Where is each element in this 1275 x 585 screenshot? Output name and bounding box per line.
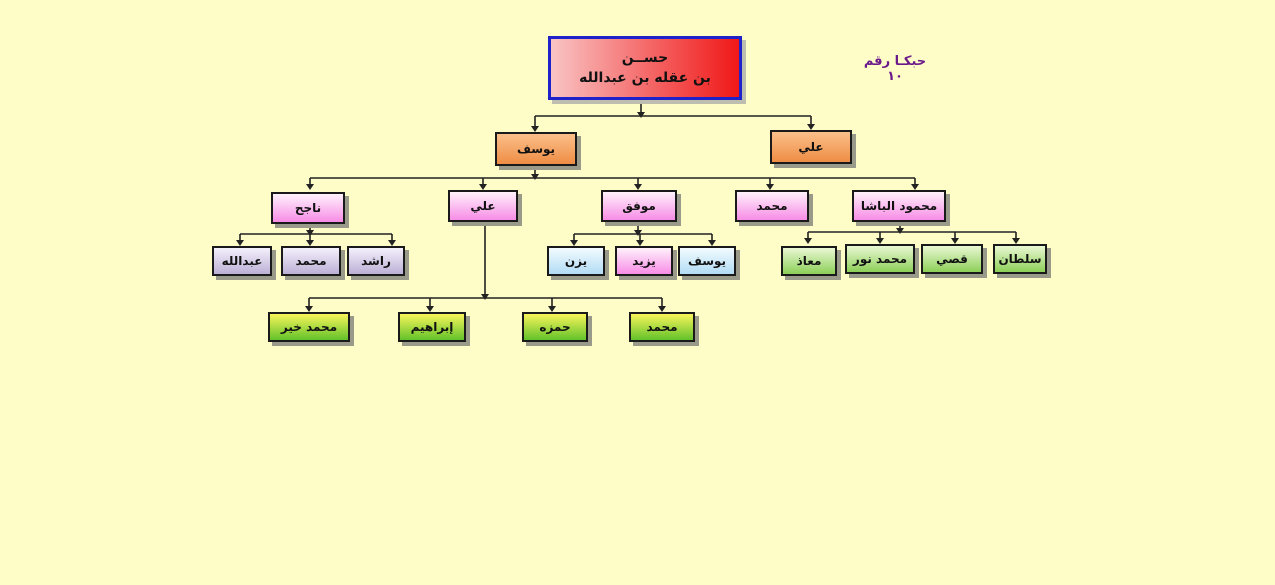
diagram-caption: حبكـا رقم ١٠ <box>863 54 927 84</box>
node-ibrahim: إبراهيم <box>398 312 466 342</box>
node-najih: ناجح <box>271 192 345 224</box>
node-abdullah: عبدالله <box>212 246 272 276</box>
root-node: حســن بن عقله بن عبدالله <box>548 36 742 100</box>
node-muhammad-khair: محمد خير <box>268 312 350 342</box>
node-yusuf: يوسف <box>495 132 577 166</box>
node-hamza: حمزه <box>522 312 588 342</box>
node-muath: معاذ <box>781 246 837 276</box>
connector-najih <box>239 224 393 244</box>
connector-mahmoud <box>807 222 1017 242</box>
node-qusai: قصي <box>921 244 983 274</box>
node-muhammad-nour: محمد نور <box>845 244 915 274</box>
connector-yusuf <box>309 166 916 188</box>
connector-root <box>534 100 812 130</box>
node-ali-gen2: علي <box>770 130 852 164</box>
root-lineage: بن عقله بن عبدالله <box>579 70 711 86</box>
root-name: حســن <box>621 50 669 66</box>
node-rashid: راشد <box>347 246 405 276</box>
node-sultan: سلطان <box>993 244 1047 274</box>
node-ali-gen3: علي <box>448 190 518 222</box>
node-yazan: يزن <box>547 246 605 276</box>
node-yazeed: يزيد <box>615 246 673 276</box>
node-muhammad-najih: محمد <box>281 246 341 276</box>
node-yusuf-gen4: يوسف <box>678 246 736 276</box>
connector-muwaffaq <box>573 222 713 244</box>
node-muhammad-ali: محمد <box>629 312 695 342</box>
node-muhammad-gen3: محمد <box>735 190 809 222</box>
node-mahmoud-albasha: محمود الباشا <box>852 190 946 222</box>
node-muwaffaq: موفق <box>601 190 677 222</box>
